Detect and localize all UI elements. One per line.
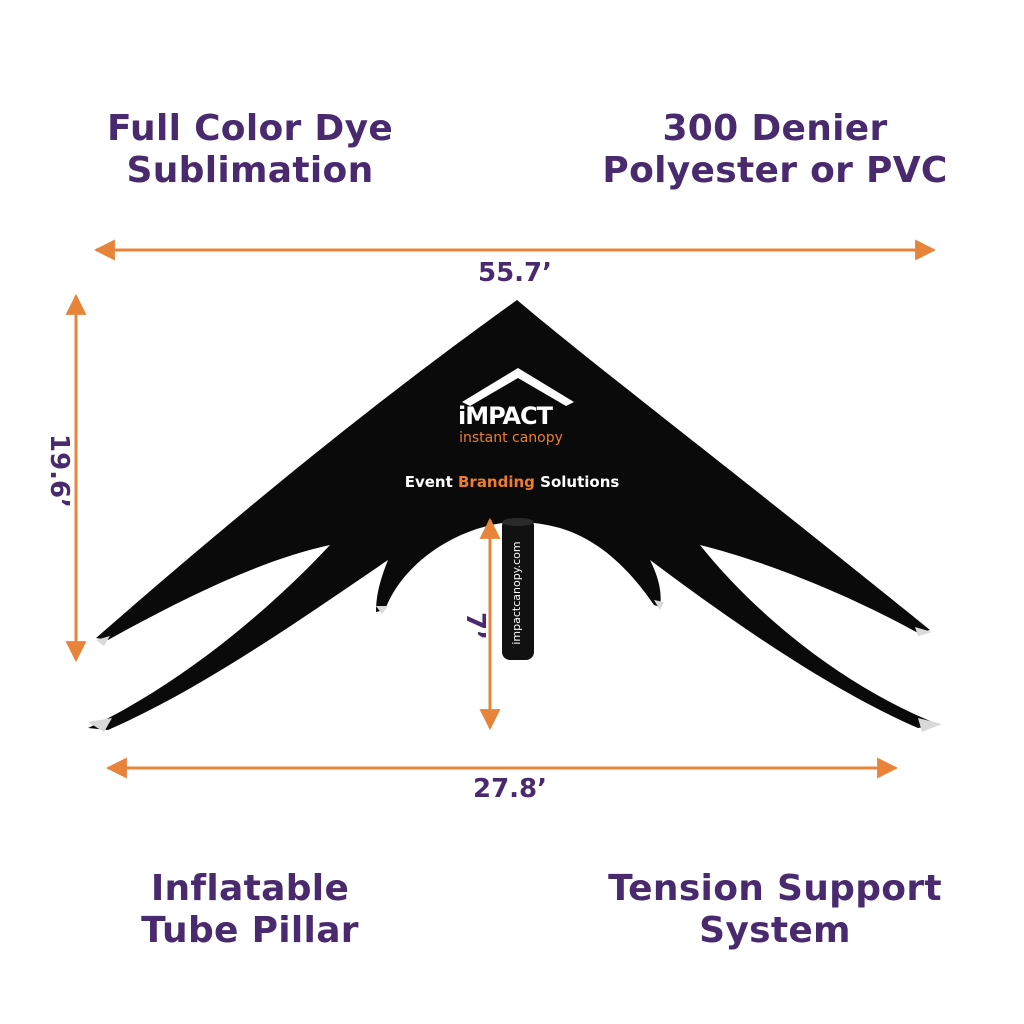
logo-brand: iMPACT — [457, 402, 553, 430]
logo-subtitle: instant canopy — [459, 430, 563, 446]
star-tent-canopy — [88, 300, 940, 730]
base-dimension-label: 27.8’ — [472, 774, 548, 804]
pillar-dimension-label: 7’ — [460, 612, 490, 640]
width-dimension-label: 55.7’ — [477, 258, 553, 288]
pillar-url: impactcanopy.com — [510, 541, 523, 645]
height-dimension-label: 19.6’ — [44, 433, 74, 509]
inflatable-pillar — [502, 518, 534, 660]
logo-roof-icon — [462, 368, 574, 406]
canopy-tagline: Event Branding Solutions — [404, 473, 620, 491]
